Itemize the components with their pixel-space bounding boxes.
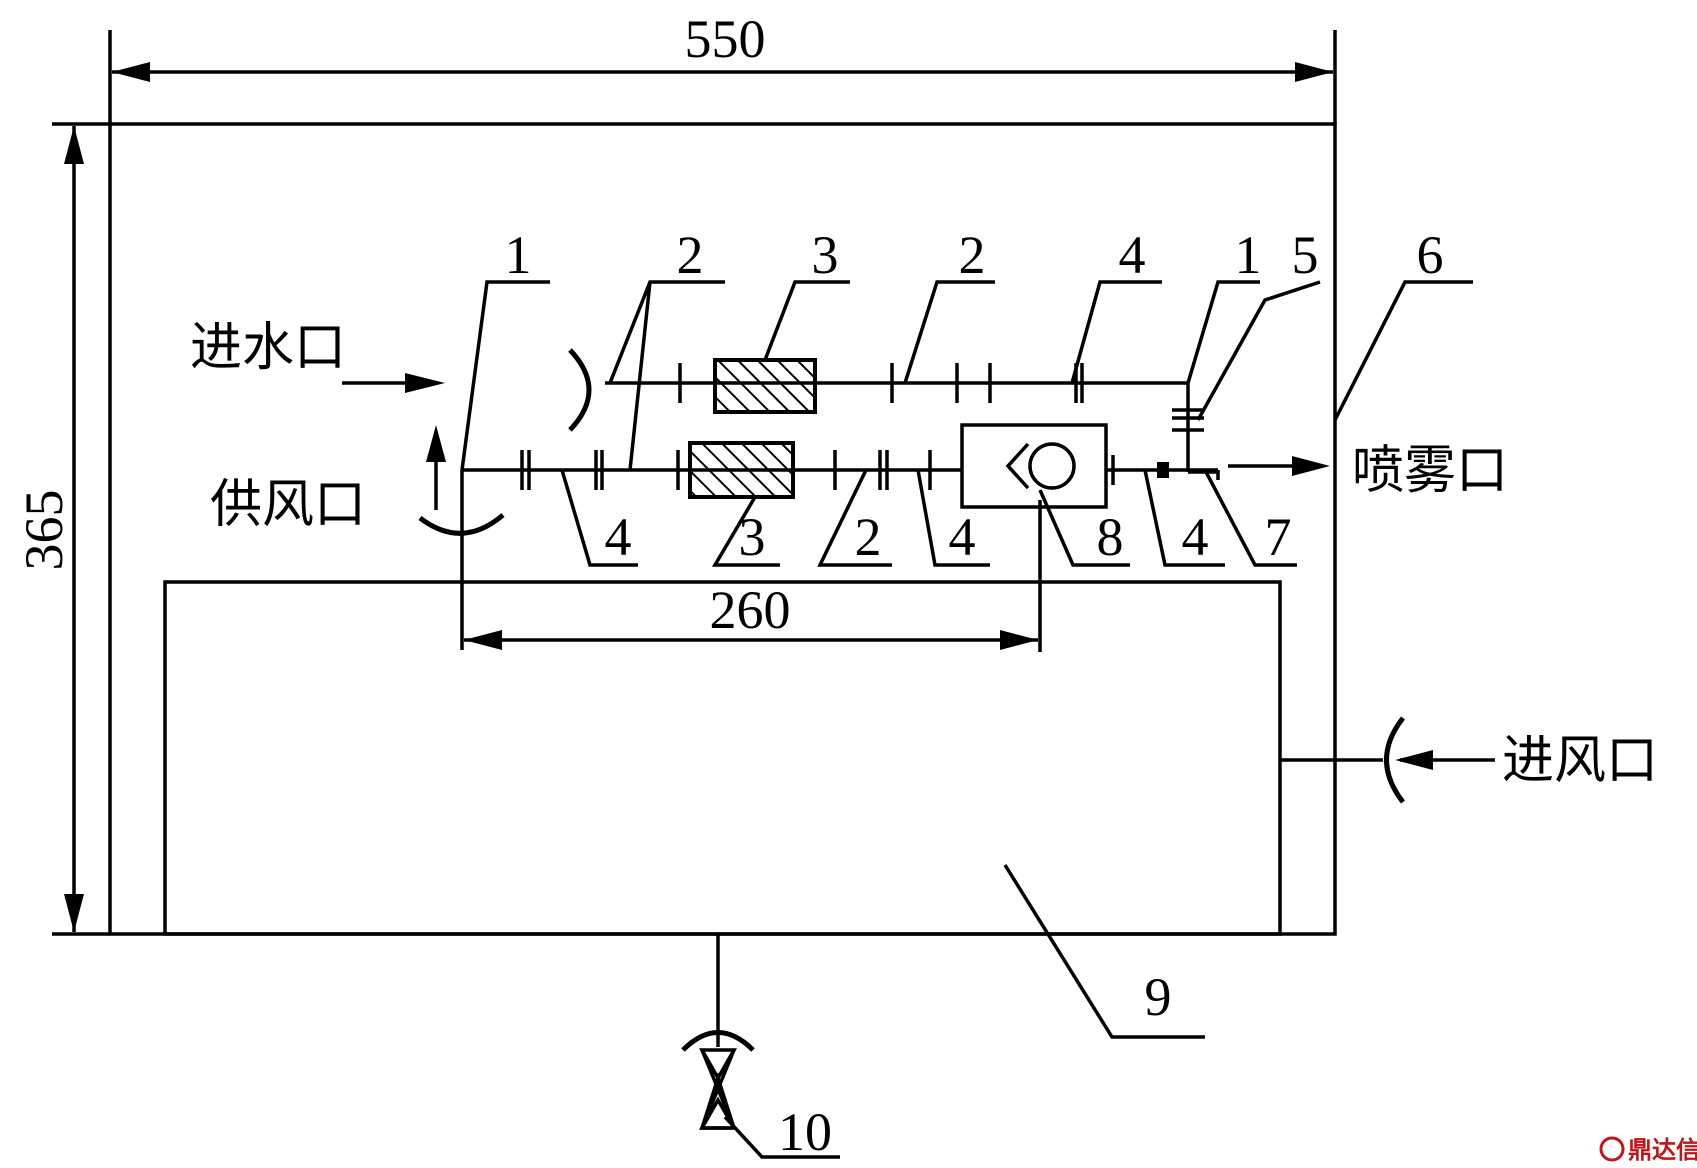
water-inlet-port: 进水口 (190, 320, 445, 393)
spray-outlet-port: 喷雾口 (1228, 443, 1508, 500)
height-label: 365 (14, 490, 74, 571)
callout-4: 4 (1119, 225, 1146, 285)
watermark: 鼎达信 (1599, 1136, 1697, 1164)
arrow-icon (1395, 750, 1433, 770)
callout-2: 2 (677, 225, 704, 285)
filter-icon (713, 358, 817, 414)
callout-4: 4 (1182, 507, 1209, 567)
callout-1: 1 (505, 225, 532, 285)
water-inlet-label: 进水口 (190, 320, 346, 377)
water-line (568, 348, 1204, 472)
drain-valve (681, 934, 755, 1130)
air-inlet-label: 进风口 (1502, 733, 1658, 790)
callout-leaders (460, 280, 1473, 1159)
arrow-icon (1292, 456, 1330, 476)
air-supply-label: 供风口 (210, 477, 366, 534)
watermark-text: 鼎达信 (1628, 1136, 1697, 1164)
spray-outlet-label: 喷雾口 (1352, 443, 1508, 500)
callout-6: 6 (1417, 225, 1444, 285)
arrow-icon (405, 373, 445, 393)
callout-2: 2 (959, 225, 986, 285)
water-tank (163, 580, 1282, 936)
watermark-logo-icon (1599, 1136, 1625, 1162)
nozzle-housing (960, 423, 1108, 509)
height-dimension: 365 (14, 126, 84, 932)
nozzle-icon (1028, 442, 1076, 490)
callout-10: 10 (778, 1102, 832, 1162)
air-supply-port: 供风口 (210, 425, 505, 536)
arrow-icon (426, 425, 446, 462)
elbow-fitting-icon (418, 513, 505, 536)
callout-4: 4 (605, 507, 632, 567)
callout-8: 8 (1097, 507, 1124, 567)
callout-4: 4 (949, 507, 976, 567)
callout-3: 3 (812, 225, 839, 285)
filter-icon (688, 441, 795, 499)
width-dimension: 550 (108, 9, 1337, 124)
spacing-label: 260 (710, 580, 791, 640)
width-label: 550 (685, 9, 766, 69)
callout-numbers: 1 2 3 2 4 1 5 6 4 3 2 4 8 4 7 9 10 (505, 225, 1444, 1162)
elbow-fitting-icon (1384, 716, 1405, 804)
callout-7: 7 (1265, 507, 1292, 567)
callout-2: 2 (855, 507, 882, 567)
callout-1: 1 (1235, 225, 1262, 285)
callout-5: 5 (1292, 225, 1319, 285)
spacing-dimension: 260 (464, 500, 1042, 652)
callout-3: 3 (739, 507, 766, 567)
elbow-fitting-icon (568, 348, 592, 432)
callout-9: 9 (1145, 967, 1172, 1027)
air-line (460, 423, 1220, 650)
air-inlet-port: 进风口 (1280, 716, 1658, 804)
